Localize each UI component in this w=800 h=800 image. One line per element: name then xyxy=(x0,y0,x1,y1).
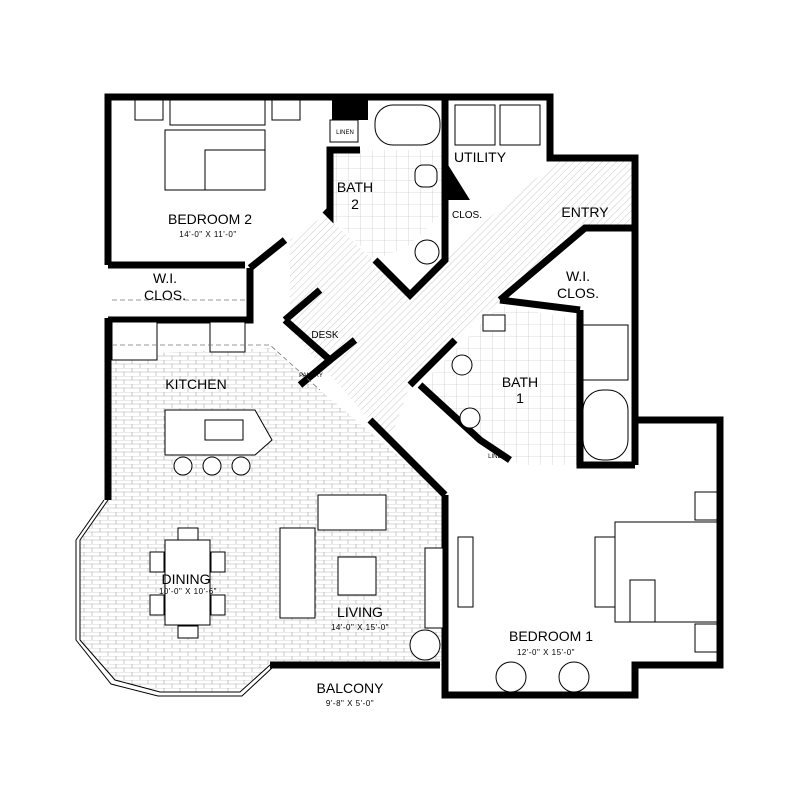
living-dims: 14'-0" X 15'-0" xyxy=(331,623,389,632)
bath2-label-2: 2 xyxy=(351,196,359,212)
bedroom1-dims: 12'-0" X 15'-0" xyxy=(517,648,575,657)
closet-label: CLOS. xyxy=(452,210,482,221)
furniture xyxy=(111,99,718,693)
wi-closet-1-label-2: CLOS. xyxy=(557,285,599,301)
living-label: LIVING xyxy=(337,604,383,620)
bath1-label-1: BATH xyxy=(502,374,538,390)
wi-closet-2-label-1: W.I. xyxy=(153,270,177,286)
walls xyxy=(104,93,724,699)
bedroom1-label: BEDROOM 1 xyxy=(509,628,593,644)
kitchen-label: KITCHEN xyxy=(165,376,226,392)
bedroom2-dims: 14'-0" X 11'-0" xyxy=(179,230,236,239)
balcony-label: BALCONY xyxy=(317,680,385,696)
bath2-label-1: BATH xyxy=(337,179,373,195)
linen-1-label: LINEN xyxy=(488,454,506,460)
bay-window xyxy=(75,499,273,697)
hallway-floor xyxy=(290,160,635,440)
wi-closet-2-label-2: CLOS. xyxy=(144,287,186,303)
wi-closet-1-label-1: W.I. xyxy=(566,268,590,284)
linen-2-label: LINEN xyxy=(336,130,354,136)
dining-dims: 10'-0" X 10'-6" xyxy=(159,587,217,596)
dining-label: DINING xyxy=(162,571,211,587)
utility-label: UTILITY xyxy=(454,149,507,165)
balcony-dims: 9'-8" X 5'-0" xyxy=(326,699,374,708)
entry-label: ENTRY xyxy=(561,204,609,220)
bedroom2-label: BEDROOM 2 xyxy=(168,211,252,227)
bath1-floor xyxy=(420,305,580,465)
room-labels: BEDROOM 2 14'-0" X 11'-0" W.I. CLOS. LIN… xyxy=(144,130,609,708)
desk-label: DESK xyxy=(311,330,339,341)
bath1-label-2: 1 xyxy=(516,390,524,406)
pantry-label: PANTRY xyxy=(299,373,323,379)
